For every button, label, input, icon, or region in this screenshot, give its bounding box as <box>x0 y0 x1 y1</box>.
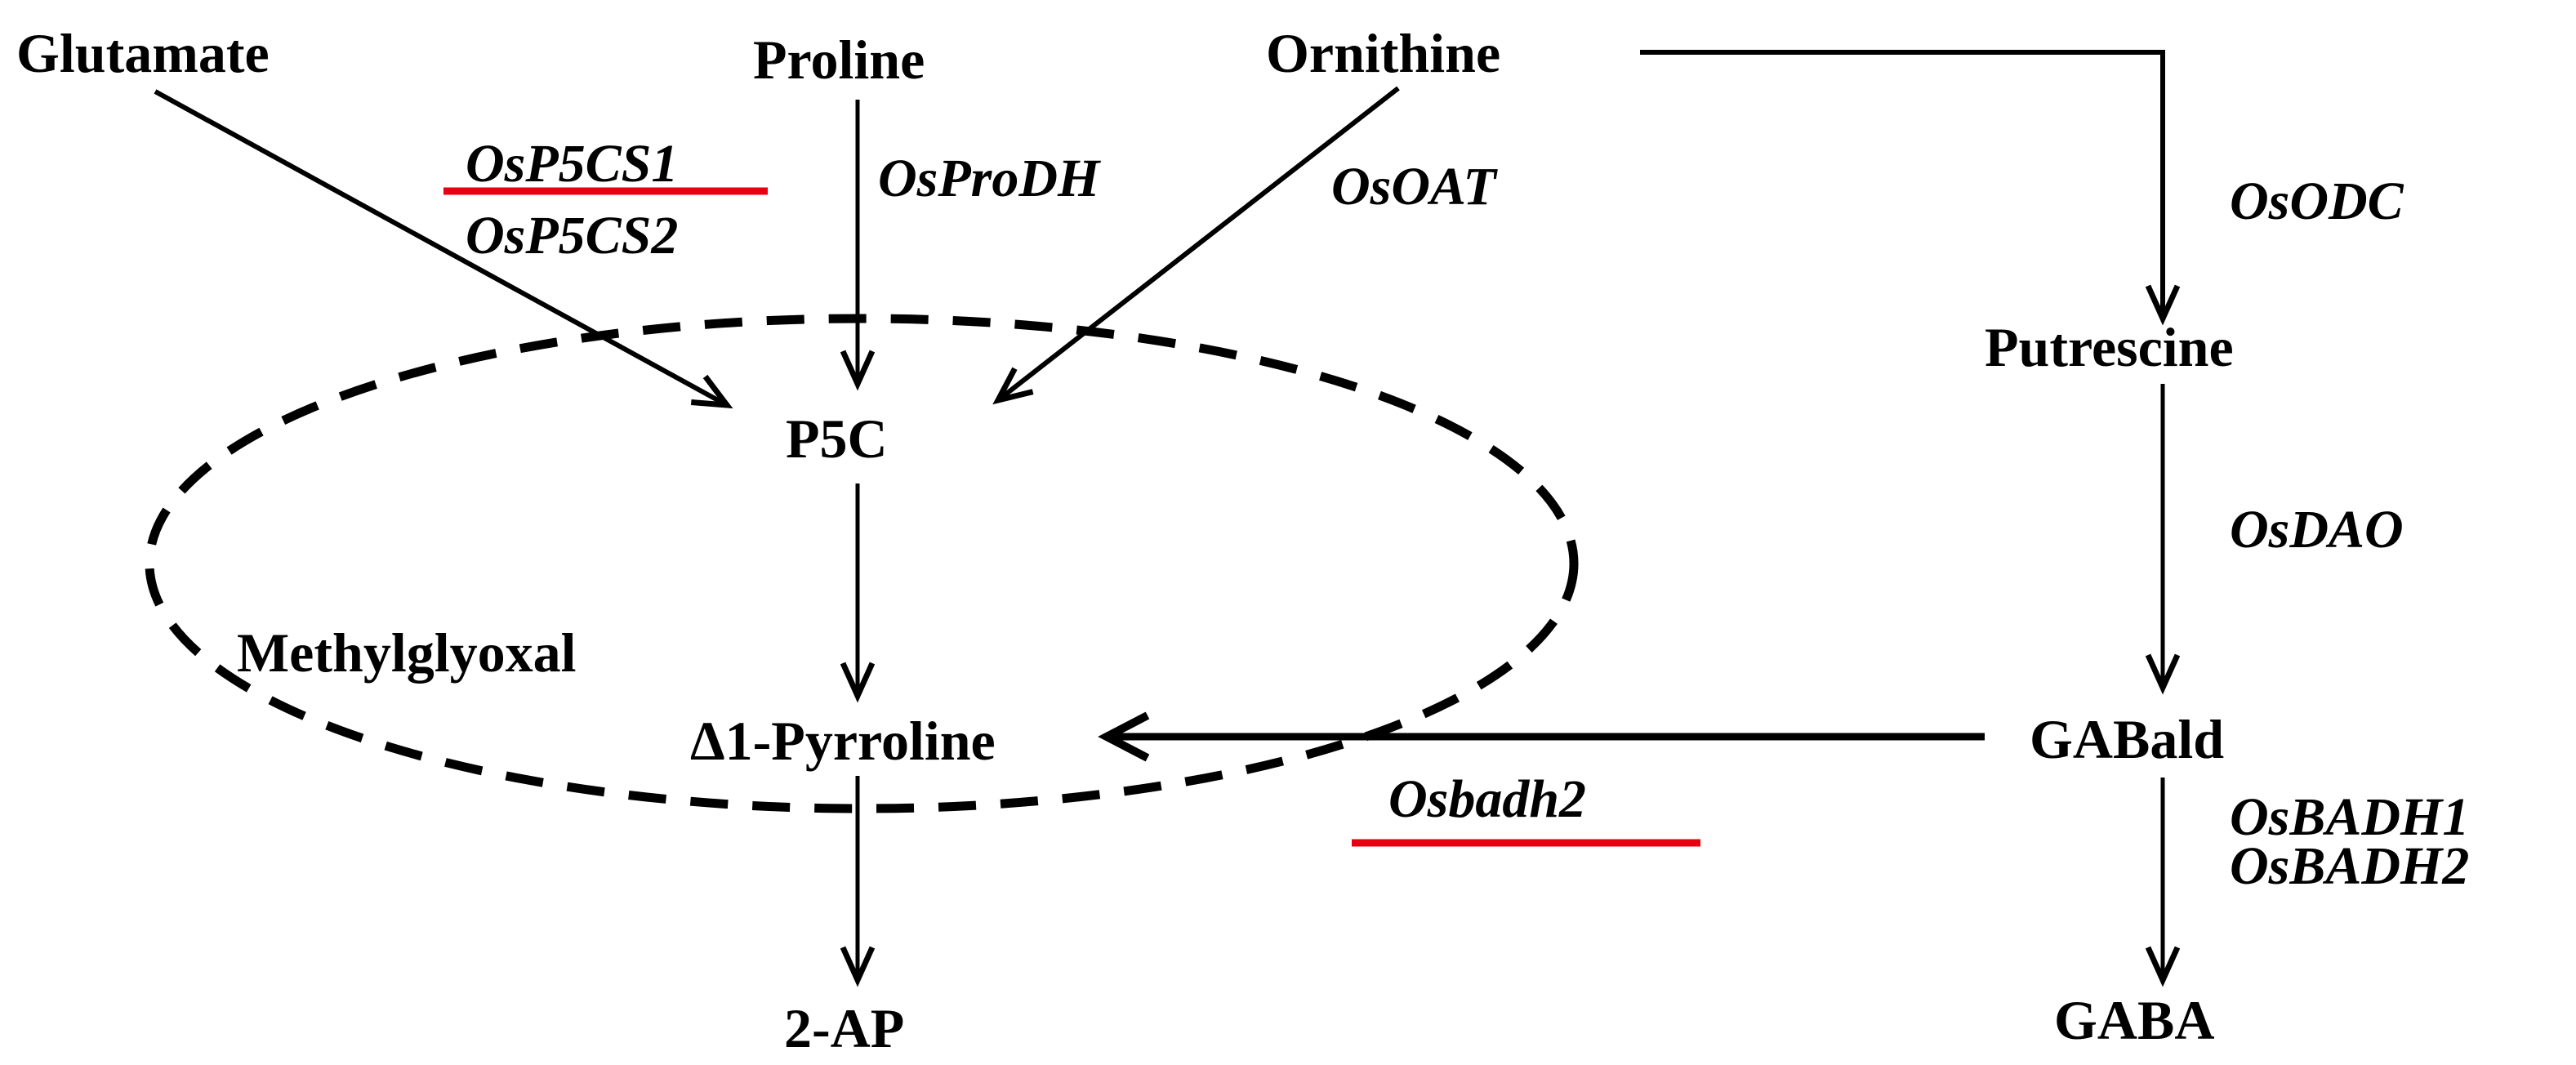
arrow-ornithine-to-p5c <box>992 86 1400 405</box>
gene-osbadh2-mutant: Osbadh2 <box>1388 769 1586 829</box>
gene-osbadh2: OsBADH2 <box>2230 836 2469 896</box>
metabolite-2ap: 2-AP <box>784 997 904 1059</box>
metabolite-putrescine: Putrescine <box>1985 316 2234 378</box>
metabolite-proline: Proline <box>753 29 925 91</box>
arrow-ornithine-to-putrescine <box>1640 50 2181 326</box>
metabolite-gabald: GABald <box>2030 708 2224 770</box>
metabolite-ornithine: Ornithine <box>1266 22 1500 84</box>
metabolite-pyrroline: Δ1-Pyrroline <box>690 710 996 772</box>
arrow-glutamate-to-p5c <box>154 89 733 409</box>
gene-osdao: OsDAO <box>2230 500 2404 559</box>
gene-osbadh1: OsBADH1 <box>2230 787 2469 847</box>
gene-osprodh: OsProDH <box>878 149 1102 208</box>
gene-osoat: OsOAT <box>1331 157 1498 216</box>
metabolite-gaba: GABA <box>2054 989 2214 1051</box>
gene-osp5cs2: OsP5CS2 <box>466 206 678 265</box>
gene-osodc: OsODC <box>2230 172 2404 231</box>
metabolite-glutamate: Glutamate <box>16 22 270 84</box>
metabolite-p5c: P5C <box>786 408 888 470</box>
compartment-ellipse <box>145 314 1579 813</box>
metabolite-methylglyoxal: Methylglyoxal <box>237 622 577 684</box>
gene-osp5cs1: OsP5CS1 <box>466 134 678 194</box>
